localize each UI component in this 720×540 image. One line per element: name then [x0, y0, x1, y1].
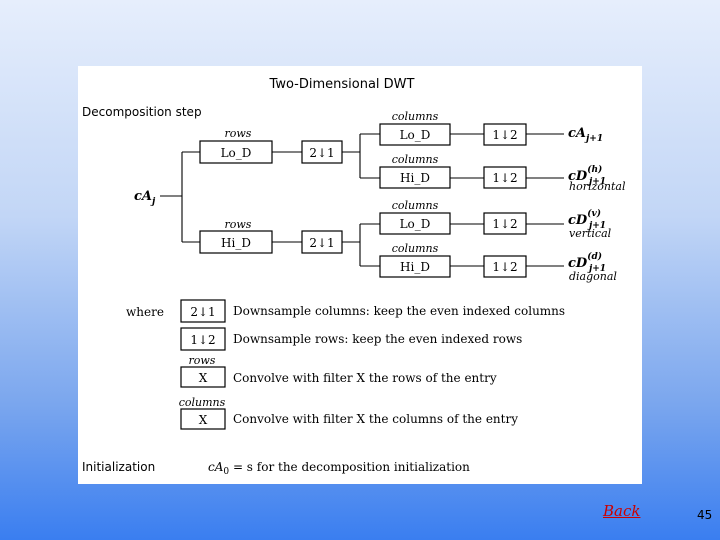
legend-cols-filter-x: X	[199, 413, 208, 427]
columns-label-4: columns	[392, 242, 439, 255]
lo-d-col-label-1: Lo_D	[400, 128, 431, 142]
output-cd-v: cD(v)j+1	[568, 208, 606, 231]
down-rows-label-4: 1↓2	[492, 260, 517, 274]
legend-rows-filter-box	[180, 366, 226, 388]
legend-down-rows-desc: Downsample rows: keep the even indexed r…	[233, 332, 522, 346]
columns-label-3: columns	[392, 199, 439, 212]
initialization-formula: cA0 = s for the decomposition initializa…	[208, 460, 470, 477]
legend-cols-filter-box	[180, 408, 226, 430]
legend-where: where	[126, 305, 164, 319]
dwt-panel: Two-Dimensional DWT Decomposition step c…	[78, 66, 642, 484]
diagram-title: Two-Dimensional DWT	[269, 77, 415, 92]
legend-down-cols-symbol: 2↓1	[190, 305, 215, 319]
rows-label-bottom: rows	[225, 218, 252, 231]
down-rows-label-3: 1↓2	[492, 217, 517, 231]
down-rows-label-2: 1↓2	[492, 171, 517, 185]
output-cd-d: cD(d)j+1	[568, 251, 606, 274]
page-number: 45	[697, 508, 713, 522]
legend-rows-filter-x: X	[199, 371, 208, 385]
horizontal-label: horizontal	[569, 180, 626, 193]
lo-d-col-label-2: Lo_D	[400, 217, 431, 231]
decomposition-label: Decomposition step	[82, 105, 202, 119]
legend-down-rows-box	[180, 327, 226, 351]
legend-conv-rows-desc: Convolve with filter X the rows of the e…	[233, 371, 497, 385]
lo-d-row-label: Lo_D	[221, 146, 252, 160]
down-rows-label-1: 1↓2	[492, 128, 517, 142]
legend-down-cols-desc: Downsample columns: keep the even indexe…	[233, 304, 565, 318]
hi-d-col-label-2: Hi_D	[400, 260, 430, 274]
down-cols-label-top: 2↓1	[309, 146, 334, 160]
down-cols-label-bottom: 2↓1	[309, 236, 334, 250]
legend-rows-label: rows	[189, 354, 216, 367]
vertical-label: vertical	[569, 227, 612, 240]
back-link[interactable]: Back	[603, 502, 641, 520]
output-cd-h: cD(h)j+1	[568, 164, 606, 187]
input-label: cAj	[134, 189, 156, 207]
dwt-diagram: Two-Dimensional DWT Decomposition step c…	[82, 77, 626, 477]
legend-down-cols-box	[180, 299, 226, 323]
output-ca: cAj+1	[568, 126, 603, 144]
legend-columns-label: columns	[179, 396, 226, 409]
legend-down-rows-symbol: 1↓2	[190, 333, 215, 347]
columns-label-2: columns	[392, 153, 439, 166]
legend-conv-cols-desc: Convolve with filter X the columns of th…	[233, 412, 518, 426]
rows-label-top: rows	[225, 127, 252, 140]
diagonal-label: diagonal	[569, 270, 617, 283]
hi-d-col-label-1: Hi_D	[400, 171, 430, 185]
columns-label-1: columns	[392, 110, 439, 123]
hi-d-row-label: Hi_D	[221, 236, 251, 250]
initialization-label: Initialization	[82, 460, 155, 474]
